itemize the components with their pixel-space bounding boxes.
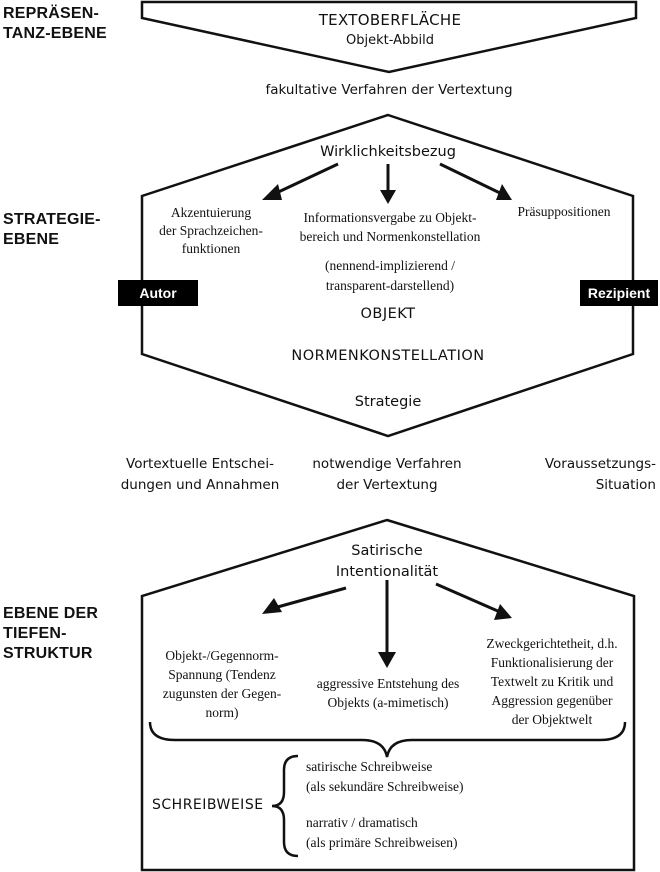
optional-text-procedures: fakultative Verfahren der Vertextung xyxy=(265,82,513,98)
aggressive-object-creation: aggressive Entstehung des Objekts (a-mim… xyxy=(316,676,460,710)
necessary-text-procedures: notwendige Verfahren der Vertextung xyxy=(312,456,462,493)
strategy-hexagon-shape xyxy=(140,113,635,438)
surface-subtitle: Objekt-Abbild xyxy=(346,33,434,48)
author-badge: Autor xyxy=(118,280,198,306)
narrative-dramatic-writing-mode: narrativ / dramatisch (als primäre Schre… xyxy=(306,815,458,850)
strategy-arrows xyxy=(262,162,512,204)
object-label: OBJEKT xyxy=(360,306,416,322)
presuppositions: Präsuppositionen xyxy=(517,204,611,219)
precondition-situation: Voraussetzungs- Situation xyxy=(544,456,656,493)
level-label-representation: REPRÄSEN- TANZ-EBENE xyxy=(3,5,107,42)
satirical-intentionality: Satirische Intentionalität xyxy=(335,543,439,580)
information-allocation-note: (nennend-implizierend / transparent-dars… xyxy=(324,258,456,293)
norms-constellation-label: NORMENKONSTELLATION xyxy=(291,348,485,364)
satirical-writing-mode: satirische Schreibweise (als sekundäre S… xyxy=(306,759,464,794)
level-label-strategy: STRATEGIE- EBENE xyxy=(3,211,101,248)
sign-function-accentuation: Akzentuierung der Sprachzeichen- funktio… xyxy=(159,205,263,256)
horizontal-brace xyxy=(148,721,627,758)
vertical-brace xyxy=(271,754,299,858)
deep-arrows xyxy=(262,580,512,668)
reality-reference: Wirklichkeitsbezug xyxy=(320,144,456,160)
writing-mode-label: SCHREIBWEISE xyxy=(152,797,264,813)
information-allocation: Informationsvergabe zu Objekt- bereich u… xyxy=(299,210,481,244)
purposefulness: Zweckgerichtetheit, d.h. Funktionalisier… xyxy=(486,636,618,727)
object-counter-norm-tension: Objekt-/Gegennorm- Spannung (Tendenz zug… xyxy=(162,648,282,720)
surface-title: TEXTOBERFLÄCHE xyxy=(318,11,462,29)
surface-funnel-shape xyxy=(140,0,638,74)
strategy-label: Strategie xyxy=(354,394,422,410)
recipient-badge: Rezipient xyxy=(580,280,658,306)
level-label-deep-structure: EBENE DER TIEFEN- STRUKTUR xyxy=(3,605,99,662)
pretextual-decisions: Vortextuelle Entschei- dungen und Annahm… xyxy=(120,456,280,493)
deep-structure-house-shape xyxy=(140,518,636,872)
